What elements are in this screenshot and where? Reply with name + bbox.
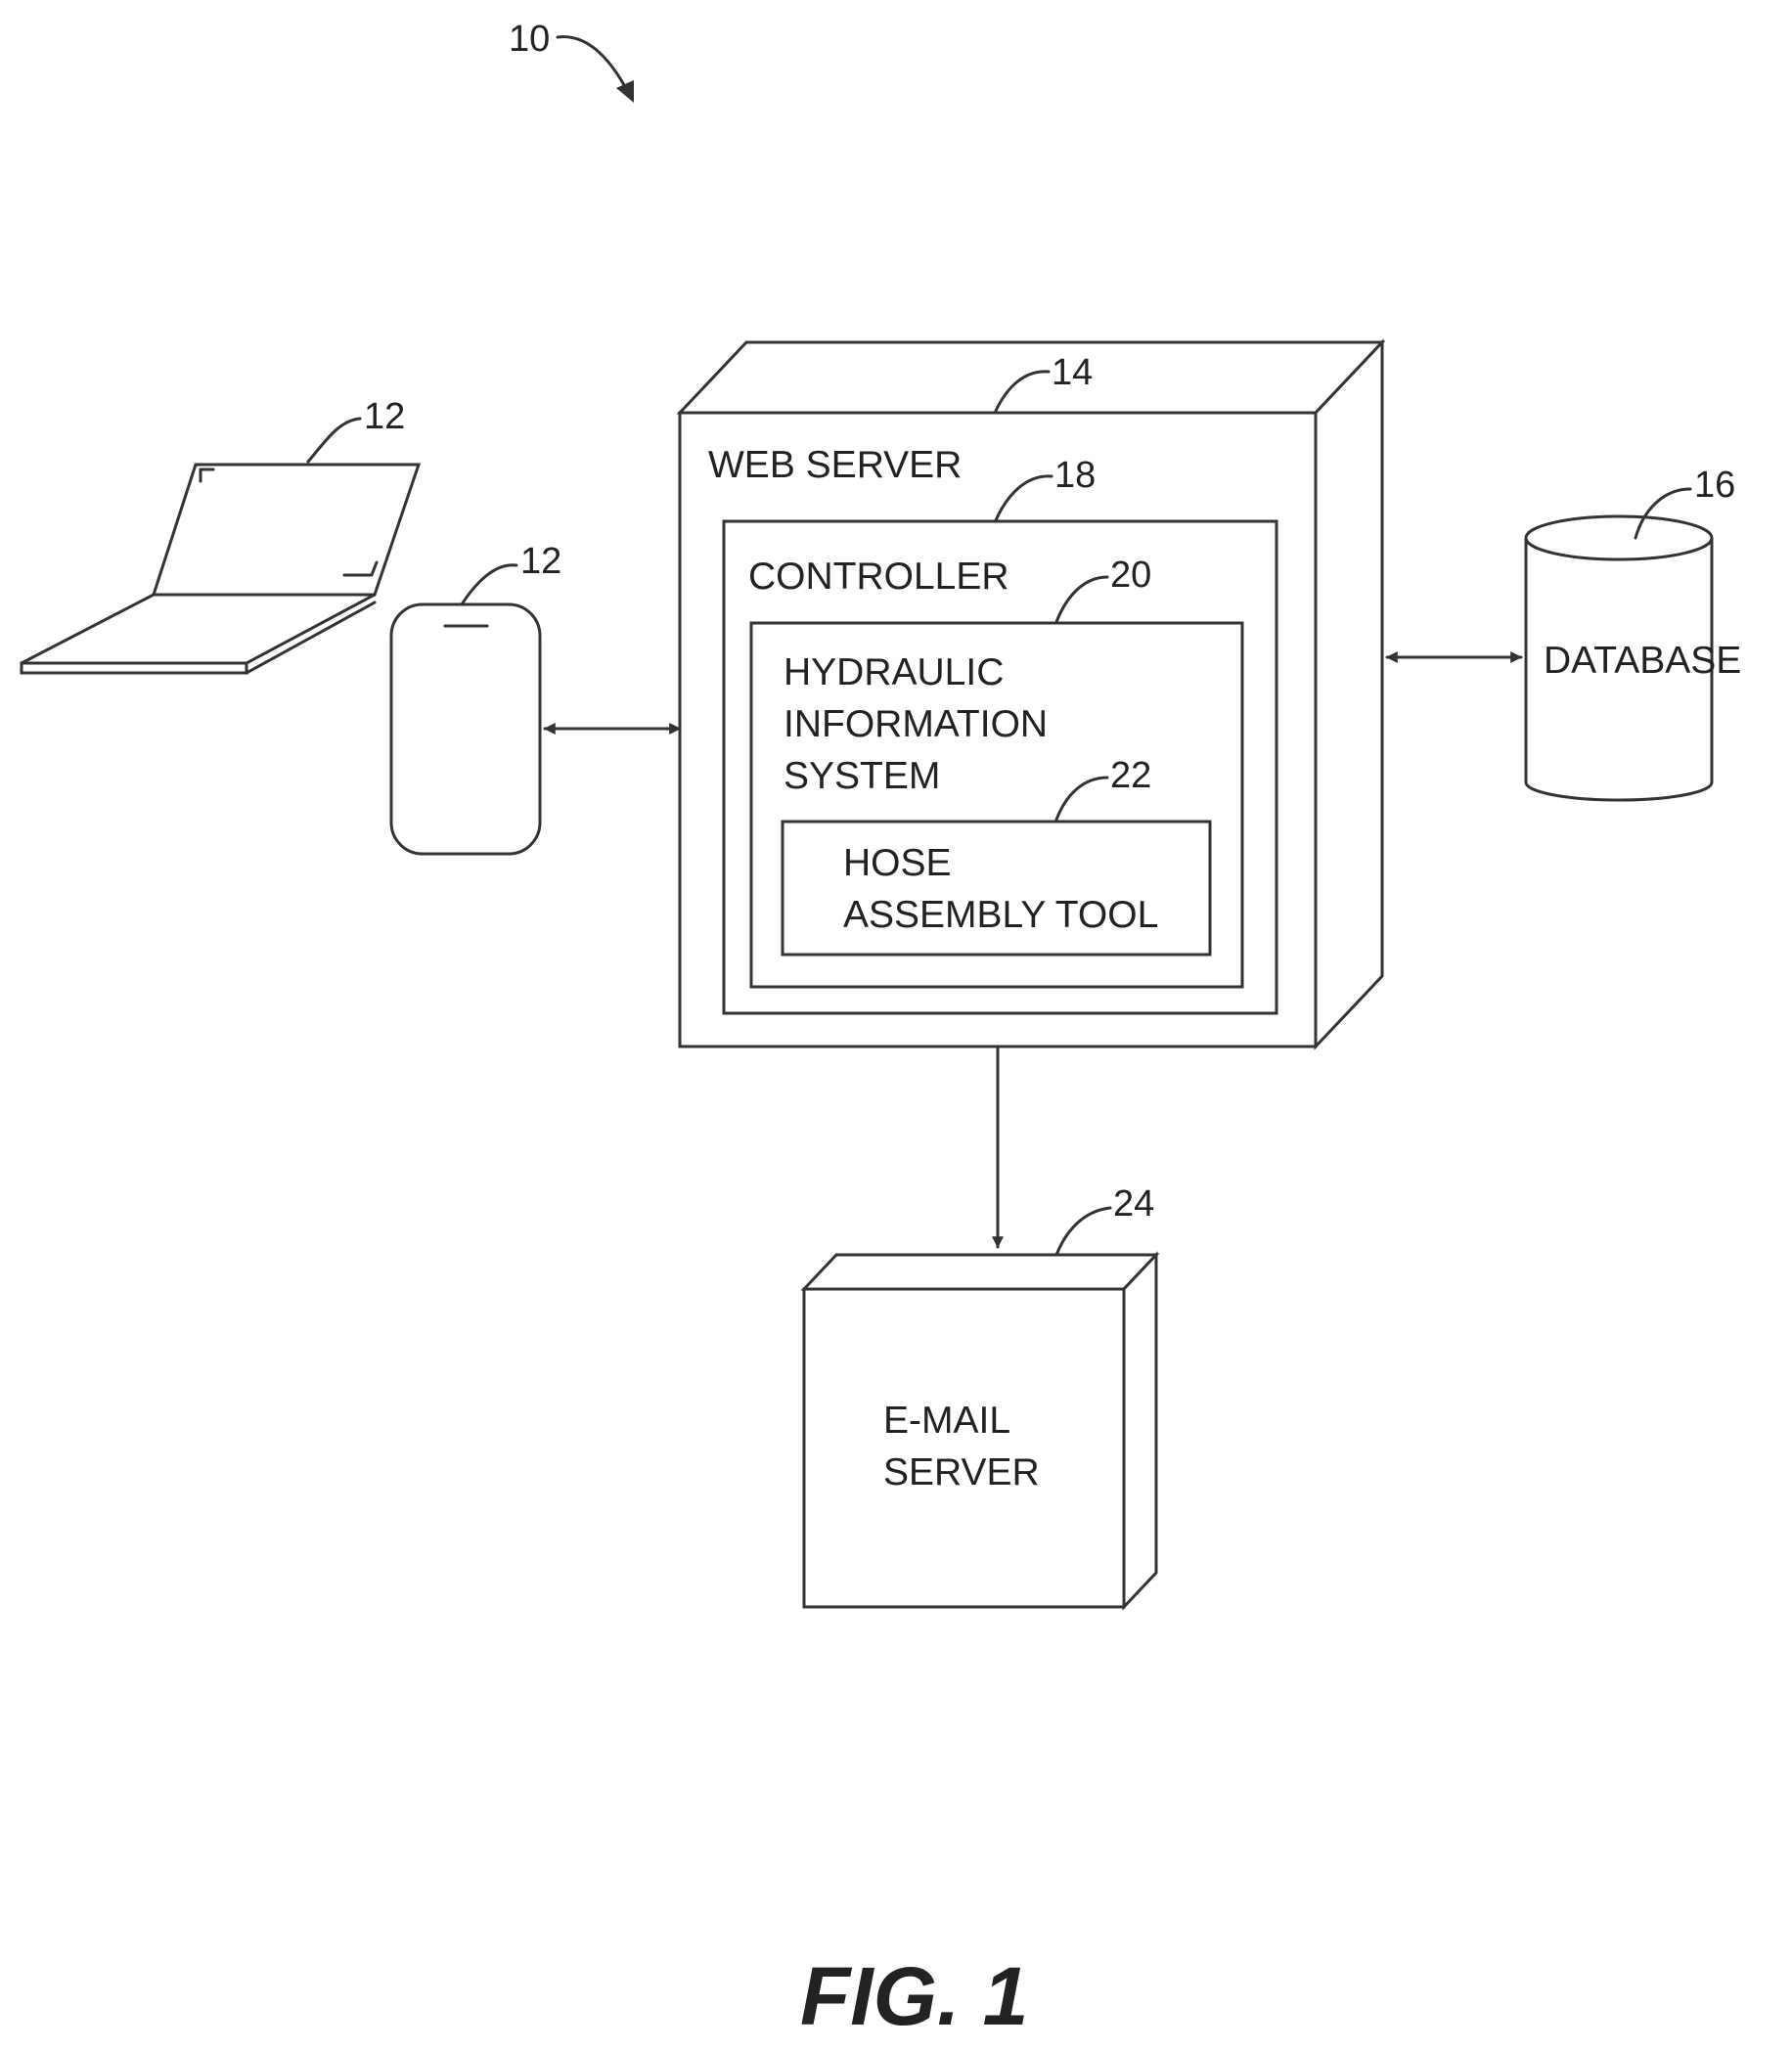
email-server-reference: 24: [1056, 1183, 1154, 1255]
system-ref-numeral: 10: [509, 19, 550, 60]
laptop-ref-numeral: 12: [364, 396, 405, 437]
his-label-line-1: HYDRAULIC: [784, 651, 1004, 693]
phone-icon: [391, 604, 540, 854]
hat-ref-numeral: 22: [1110, 755, 1151, 796]
figure-caption: FIG. 1: [800, 1950, 1028, 2042]
his-label-line-3: SYSTEM: [784, 755, 940, 797]
email-label-line-2: SERVER: [883, 1451, 1040, 1493]
phone-leader-line: [462, 565, 516, 604]
email-leader-line: [1056, 1208, 1110, 1255]
system-ref-arrowhead: [616, 80, 634, 103]
phone-ref-numeral: 12: [520, 541, 561, 582]
laptop-reference: 12: [308, 396, 405, 462]
his-ref-numeral: 20: [1110, 555, 1151, 596]
email-label-line-1: E-MAIL: [883, 1400, 1010, 1442]
hat-label-line-2: ASSEMBLY TOOL: [843, 894, 1158, 936]
hat-label-line-1: HOSE: [843, 842, 952, 884]
controller-label: CONTROLLER: [748, 556, 1009, 598]
laptop-icon: [22, 465, 419, 673]
web-server-ref-numeral: 14: [1052, 352, 1093, 393]
system-reference: 10: [509, 19, 634, 103]
phone-reference: 12: [462, 541, 561, 604]
his-label-line-2: INFORMATION: [784, 703, 1048, 745]
database-label: DATABASE: [1544, 640, 1741, 682]
email-ref-numeral: 24: [1113, 1183, 1154, 1225]
laptop-leader-line: [308, 419, 360, 462]
controller-ref-numeral: 18: [1054, 455, 1096, 496]
database-ref-numeral: 16: [1694, 465, 1735, 506]
web-server-label: WEB SERVER: [708, 444, 962, 486]
